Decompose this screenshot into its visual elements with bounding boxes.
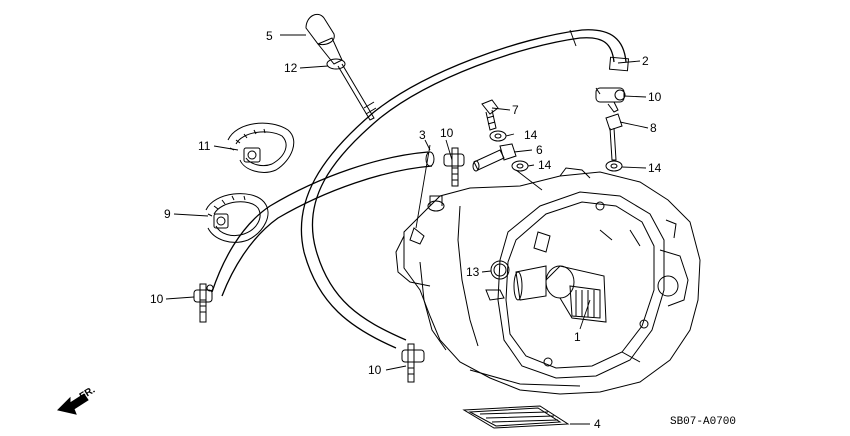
dipstick-5	[305, 13, 377, 121]
band-clamp-9	[205, 193, 269, 243]
breather-8	[605, 101, 623, 161]
breather-joint-6	[472, 143, 517, 172]
plate-4	[462, 405, 570, 429]
hose-clamp-10-middle	[443, 147, 465, 187]
o-ring-12	[326, 58, 346, 70]
bolt-7	[481, 99, 499, 131]
callout-10-left: 10	[150, 292, 164, 306]
callout-10-middle: 10	[440, 126, 454, 140]
callout-10-bottom: 10	[368, 363, 382, 377]
callout-3: 3	[419, 128, 426, 142]
callout-12: 12	[284, 61, 298, 75]
callout-5: 5	[266, 29, 273, 43]
front-direction-arrow: FR.	[57, 385, 97, 415]
seal-ring-13	[490, 260, 510, 280]
leader-lines	[165, 34, 649, 425]
callout-14-a: 14	[524, 128, 538, 142]
washer-14-b	[511, 160, 529, 172]
callout-6: 6	[536, 143, 543, 157]
hose-clamp-10-bottom	[401, 343, 425, 383]
callout-4: 4	[594, 417, 601, 431]
transmission-case	[395, 167, 701, 395]
hose-clamp-10-left	[193, 283, 214, 323]
washer-14-c	[605, 160, 623, 172]
hose-clamp-10-right	[595, 87, 626, 103]
band-clamp-11	[227, 122, 295, 173]
callout-13: 13	[466, 265, 480, 279]
callout-14-b: 14	[538, 158, 552, 172]
diagram-code: SB07-A0700	[670, 416, 736, 428]
callout-11: 11	[198, 139, 211, 153]
input-shaft	[513, 265, 607, 323]
callout-7: 7	[512, 103, 519, 117]
breather-hose-2	[300, 29, 630, 349]
callout-8: 8	[650, 121, 657, 135]
washer-14-a	[489, 130, 507, 142]
hose-3	[211, 151, 435, 297]
callout-10-right: 10	[648, 90, 662, 104]
callout-2: 2	[642, 54, 649, 68]
callout-9: 9	[164, 207, 171, 221]
callout-14-c: 14	[648, 161, 662, 175]
callout-1: 1	[574, 330, 581, 344]
